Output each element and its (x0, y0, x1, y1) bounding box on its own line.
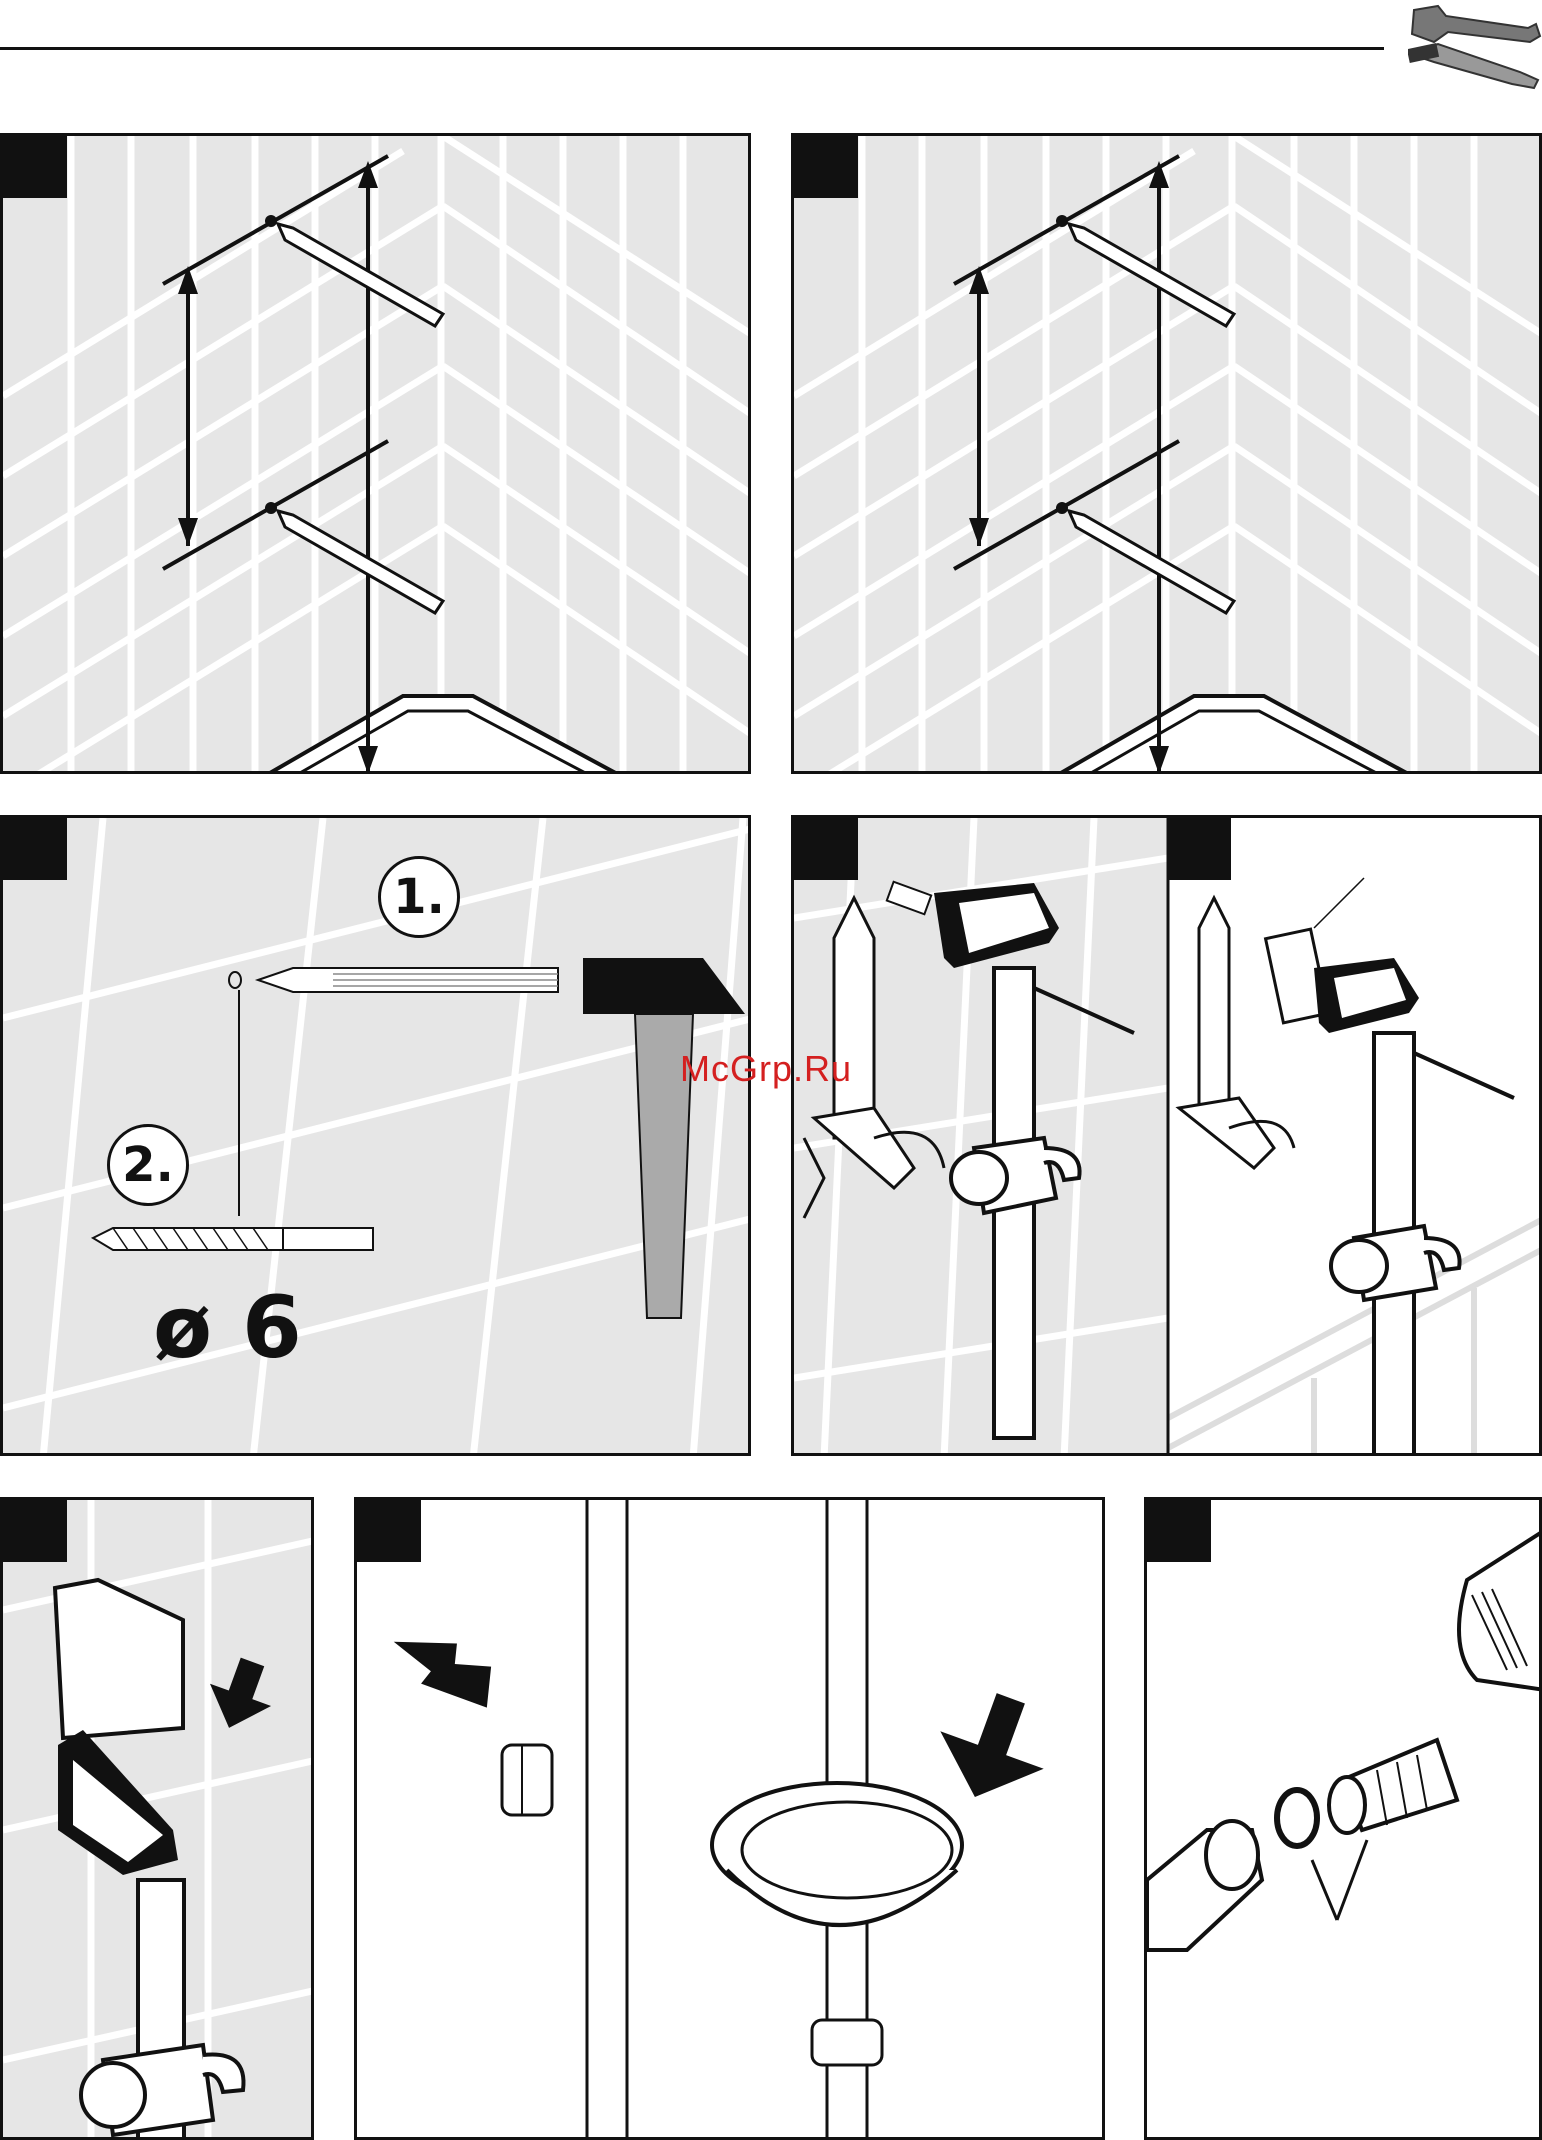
soap-dish-illustration (357, 1500, 1105, 2140)
cover-cap-illustration (3, 1500, 314, 2140)
drill-and-hammer-illustration (3, 818, 751, 1456)
tiled-wall-illustration (3, 136, 751, 774)
step-number-box (794, 136, 858, 198)
step-panel-6 (354, 1497, 1105, 2140)
step-panel-4 (791, 815, 1542, 1456)
holder-mounting-illustration (794, 818, 1542, 1456)
drill-diameter-label: ø 6 (153, 1278, 302, 1378)
step-panel-7 (1144, 1497, 1542, 2140)
step-label-1: 1. (378, 856, 460, 938)
header-rule (0, 47, 1384, 50)
step-number-box (3, 1500, 67, 1562)
wrench-screwdriver-icon (1408, 2, 1542, 90)
watermark-text: McGrp.Ru (680, 1048, 852, 1090)
step-panel-1 (0, 133, 751, 774)
step-number-box (794, 818, 858, 880)
tiled-wall-illustration (794, 136, 1542, 774)
step-panel-5 (0, 1497, 314, 2140)
step-label-2: 2. (107, 1124, 189, 1206)
step-panel-2 (791, 133, 1542, 774)
hose-connection-illustration (1147, 1500, 1542, 2140)
step-number-box (3, 818, 67, 880)
step-number-box-b (1167, 818, 1231, 880)
step-number-box (357, 1500, 421, 1562)
step-number-box (3, 136, 67, 198)
step-number-box (1147, 1500, 1211, 1562)
step-panel-3: 1. 2. ø 6 (0, 815, 751, 1456)
